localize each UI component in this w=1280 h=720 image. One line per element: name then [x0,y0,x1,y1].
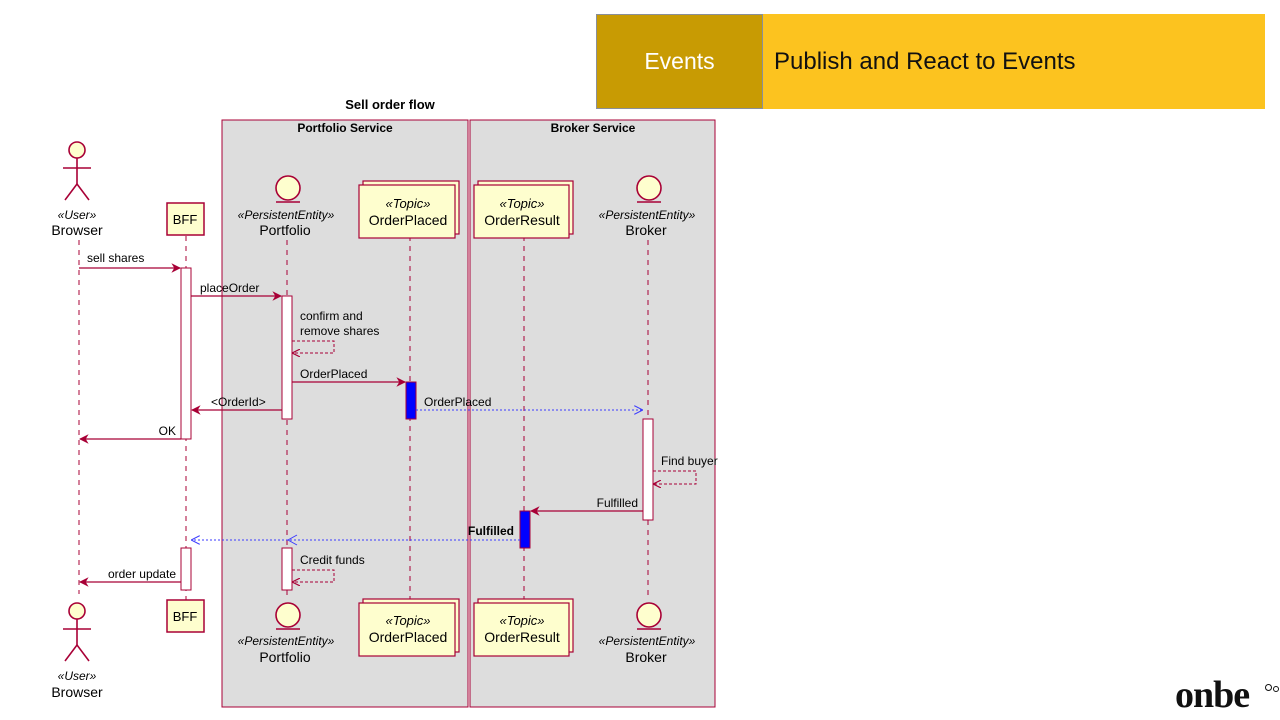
orderplaced-async-label: OrderPlaced [424,395,491,409]
place-order-label: placeOrder [200,281,259,295]
portfolio-entity-icon [275,175,301,203]
onbe-logo: onbe [1175,674,1250,716]
order-update-label: order update [108,567,176,581]
orderresult-stereotype-bottom: «Topic» [499,613,544,628]
browser-name-top: Browser [51,222,103,238]
portfolio-activation-1 [281,295,293,420]
confirm-self-arrow [292,340,335,353]
orderplaced-stereotype-top: «Topic» [385,196,430,211]
portfolio-activation-2 [281,547,293,591]
orderplaced-topic-bottom [358,598,460,657]
broker-activation [642,418,654,521]
browser-name-bottom: Browser [51,684,103,700]
sell-shares-label: sell shares [87,251,144,265]
bff-name-top: BFF [173,212,198,227]
slide-title: Publish and React to Events [763,14,1265,109]
orderplaced-activation [405,381,417,420]
bff-name-bottom: BFF [173,609,198,624]
confirm-label-line1: confirm and [300,309,363,323]
find-buyer-self-arrow [653,470,697,484]
broker-entity-icon-bottom [636,602,662,630]
portfolio-name-top: Portfolio [259,222,311,238]
fulfilled-async-portfolio-head [286,534,298,546]
orderresult-topic-top [473,180,574,239]
section-tag: Events [596,14,763,109]
bff-activation-2 [180,547,192,591]
portfolio-entity-icon-bottom [275,602,301,630]
browser-stereotype-top: «User» [58,208,97,222]
broker-name-top: Broker [625,222,667,238]
browser-stereotype-bottom: «User» [58,669,97,683]
credit-funds-label: Credit funds [300,553,365,567]
broker-stereotype-top: «PersistentEntity» [599,208,696,222]
broker-name-bottom: Broker [625,649,667,665]
confirm-label-line2: remove shares [300,324,379,338]
orderresult-stereotype-top: «Topic» [499,196,544,211]
credit-funds-self-arrow [292,569,335,582]
broker-service-label: Broker Service [551,121,636,135]
orderplaced-label: OrderPlaced [300,367,367,381]
orderplaced-name-bottom: OrderPlaced [369,629,448,645]
bff-activation-1 [180,267,192,440]
orderplaced-stereotype-bottom: «Topic» [385,613,430,628]
portfolio-name-bottom: Portfolio [259,649,311,665]
fulfilled-label: Fulfilled [597,496,638,510]
ok-label: OK [159,424,176,438]
orderid-label: <OrderId> [211,395,266,409]
orderplaced-topic-top [358,180,460,239]
bff-box-top [166,202,205,236]
diagram-title: Sell order flow [345,97,435,112]
orderresult-topic-bottom [473,598,574,657]
browser-actor-icon [63,141,91,201]
logo-mark-small-icon [1273,686,1279,692]
portfolio-service-label: Portfolio Service [297,121,393,135]
portfolio-stereotype-bottom: «PersistentEntity» [238,634,335,648]
fulfilled-async-label: Fulfilled [468,524,514,538]
bff-box-bottom [166,599,205,633]
orderresult-name-top: OrderResult [484,212,560,228]
broker-entity-icon [636,175,662,203]
portfolio-stereotype-top: «PersistentEntity» [238,208,335,222]
find-buyer-label: Find buyer [661,454,718,468]
broker-stereotype-bottom: «PersistentEntity» [599,634,696,648]
orderplaced-name-top: OrderPlaced [369,212,448,228]
logo-mark-icon [1265,684,1272,691]
browser-actor-icon-bottom [63,602,91,662]
orderresult-name-bottom: OrderResult [484,629,560,645]
orderresult-activation [519,510,531,549]
